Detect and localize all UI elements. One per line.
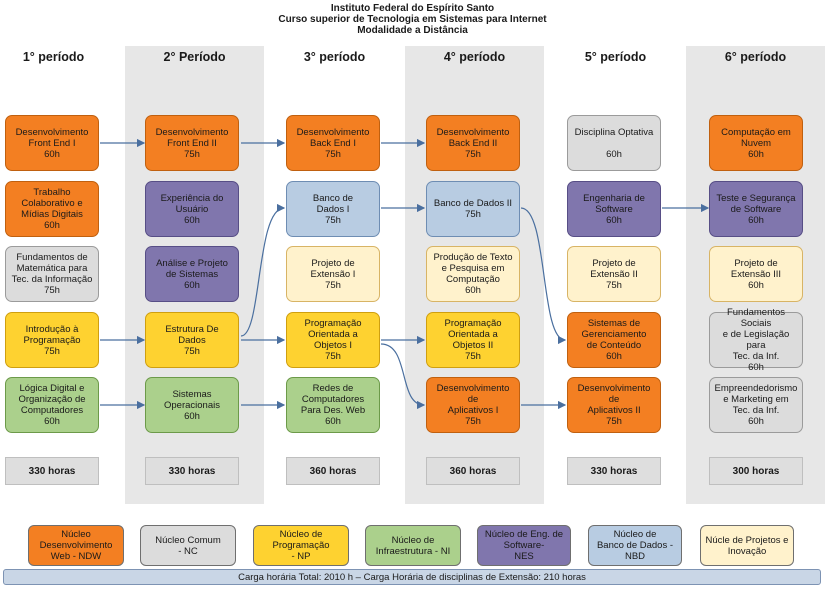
course-box: Projeto de Extensão II 75h: [567, 246, 661, 302]
period-2-hours: 330 horas: [145, 457, 239, 485]
course-box: Teste e Segurança de Software 60h: [709, 181, 803, 237]
course-box: Lógica Digital e Organização de Computad…: [5, 377, 99, 433]
course-box: Análise e Projeto de Sistemas 60h: [145, 246, 239, 302]
period-4-title: 4° período: [443, 50, 506, 64]
course-box: Programação Orientada a Objetos II 75h: [426, 312, 520, 368]
course-box: Desenvolvimento Back End I 75h: [286, 115, 380, 171]
course-box: Banco de Dados I 75h: [286, 181, 380, 237]
course-box: Fundamentos Sociais e de Legislação para…: [709, 307, 803, 373]
course-box: Banco de Dados II 75h: [426, 181, 520, 237]
period-1-hours: 330 horas: [5, 457, 99, 485]
course-box: Estrutura De Dados 75h: [145, 312, 239, 368]
course-box: Computação em Nuvem 60h: [709, 115, 803, 171]
period-5-title: 5° período: [584, 50, 647, 64]
course-box: Empreendedorismo e Marketing em Tec. da …: [709, 377, 803, 433]
course-box: Introdução à Programação 75h: [5, 312, 99, 368]
course-box: Desenvolvimento Back End II 75h: [426, 115, 520, 171]
legend-item: Núcleo Comum - NC: [140, 525, 236, 566]
legend-item: Núcleo de Banco de Dados - NBD: [588, 525, 682, 566]
course-box: Programação Orientada a Objetos I 75h: [286, 312, 380, 368]
legend-item: Núcleo Desenvolvimento Web - NDW: [28, 525, 124, 566]
course-box: Experiência do Usuário 60h: [145, 181, 239, 237]
period-3-title: 3° período: [303, 50, 366, 64]
period-2-title: 2° Período: [163, 50, 226, 64]
period-1-title: 1° período: [22, 50, 85, 64]
legend-item: Núcleo de Infraestrutura - NI: [365, 525, 461, 566]
course-box: Projeto de Extensão III 60h: [709, 246, 803, 302]
course-name: Curso superior de Tecnologia em Sistemas…: [278, 14, 547, 25]
course-box: Sistemas Operacionais 60h: [145, 377, 239, 433]
course-box: Sistemas de Gerenciamento de Conteúdo 60…: [567, 312, 661, 368]
course-box: Redes de Computadores Para Des. Web 60h: [286, 377, 380, 433]
course-box: Desenvolvimento Front End I 60h: [5, 115, 99, 171]
period-6-title: 6° período: [724, 50, 787, 64]
period-4-hours: 360 horas: [426, 457, 520, 485]
total-workload: Carga horária Total: 2010 h – Carga Horá…: [3, 569, 821, 585]
period-3-hours: 360 horas: [286, 457, 380, 485]
course-box: Desenvolvimento Front End II 75h: [145, 115, 239, 171]
legend-item: Núcleo de Programação - NP: [253, 525, 349, 566]
course-box: Engenharia de Software 60h: [567, 181, 661, 237]
course-box: Produção de Texto e Pesquisa em Computaç…: [426, 246, 520, 302]
period-6-hours: 300 horas: [709, 457, 803, 485]
period-5-hours: 330 horas: [567, 457, 661, 485]
institution-name: Instituto Federal do Espírito Santo: [330, 3, 495, 14]
course-box: Disciplina Optativa 60h: [567, 115, 661, 171]
course-box: Trabalho Colaborativo e Mídias Digitais …: [5, 181, 99, 237]
modality: Modalidade a Distância: [357, 25, 468, 36]
legend-item: Núcleo de Eng. de Software- NES: [477, 525, 571, 566]
legend-item: Núcle de Projetos e Inovação: [700, 525, 794, 566]
course-box: Fundamentos de Matemática para Tec. da I…: [5, 246, 99, 302]
course-box: Desenvolvimento de Aplicativos II 75h: [567, 377, 661, 433]
course-box: Desenvolvimento de Aplicativos I 75h: [426, 377, 520, 433]
header: Instituto Federal do Espírito Santo Curs…: [0, 3, 825, 36]
course-box: Projeto de Extensão I 75h: [286, 246, 380, 302]
